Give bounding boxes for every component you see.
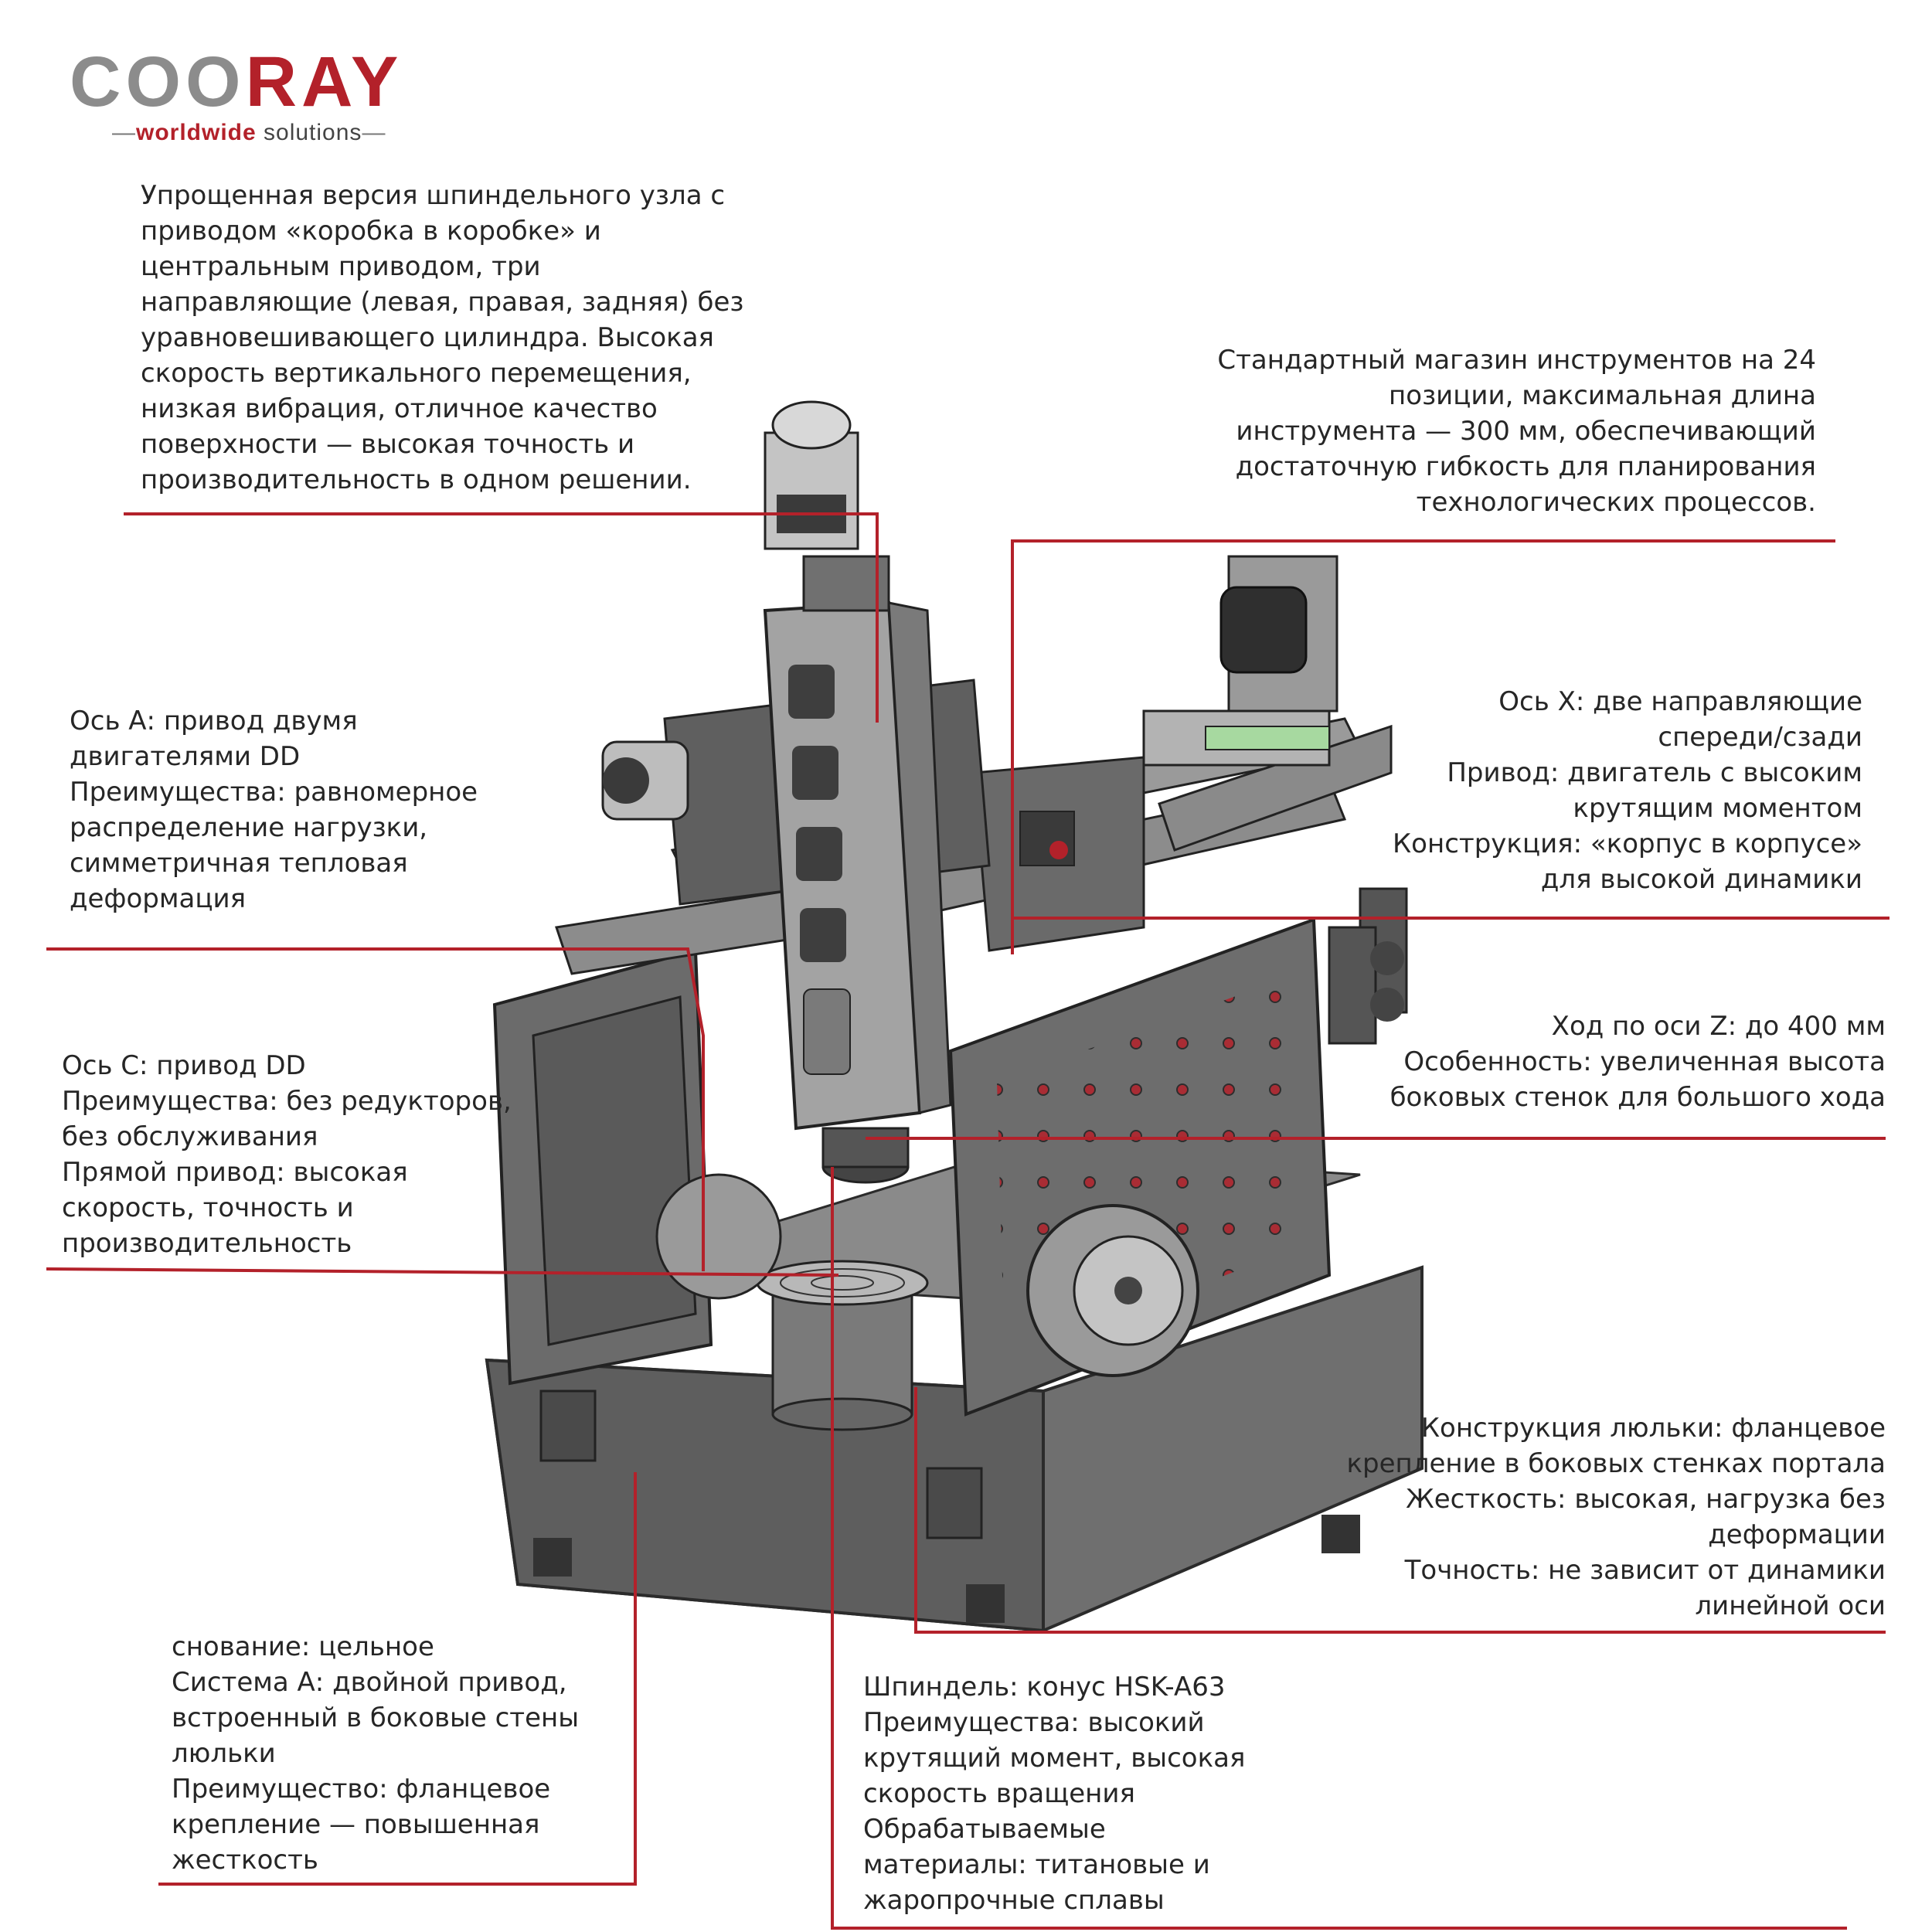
callout-spindle-unit: Упрощенная версия шпиндельного узла с пр… (141, 180, 744, 495)
callout-axis-z: Ход по оси Z: до 400 мм Особенность: уве… (1389, 1011, 1886, 1113)
spindle-motor (764, 400, 890, 612)
leader-cradle (914, 1387, 1886, 1634)
callout-base: снование: цельное Система А: двойной при… (172, 1631, 580, 1876)
leader-lines (46, 512, 1889, 1930)
rotary-table (756, 1260, 929, 1431)
spindle-column (763, 600, 952, 1184)
tool-magazine (1158, 724, 1408, 1045)
leader-spindle-unit (124, 512, 879, 723)
callout-axis-x: Ось X: две направляющие спереди/сзади Пр… (1393, 686, 1862, 895)
logo-wordmark: COORAY (70, 43, 403, 121)
a-axis-motor (655, 1173, 782, 1300)
callout-axis-a: Ось А: привод двумя двигателями DD Преим… (70, 706, 478, 914)
leader-base (158, 1472, 637, 1886)
x-axis-motor (1142, 555, 1338, 767)
leveling-feet (533, 1515, 1360, 1623)
leader-axis-c (46, 1267, 839, 1277)
leader-tool-magazine (1011, 539, 1835, 954)
leader-spindle (831, 1167, 1847, 1930)
machine-illustration (485, 400, 1423, 1633)
leader-axis-a (46, 947, 705, 1271)
logo-tagline: —worldwide solutions— (112, 120, 386, 145)
callout-tool-magazine: Стандартный магазин инструментов на 24 п… (1217, 345, 1816, 518)
callout-axis-c: Ось С: привод DD Преимущества: без редук… (62, 1050, 512, 1259)
callout-spindle: Шпиндель: конус HSK-A63 Преимущества: вы… (863, 1672, 1246, 1916)
x-axis-carriage (972, 756, 1145, 952)
company-logo: COORAY —worldwide solutions— (70, 46, 471, 147)
callout-cradle: Конструкция люльки: фланцевое крепление … (1346, 1413, 1886, 1621)
